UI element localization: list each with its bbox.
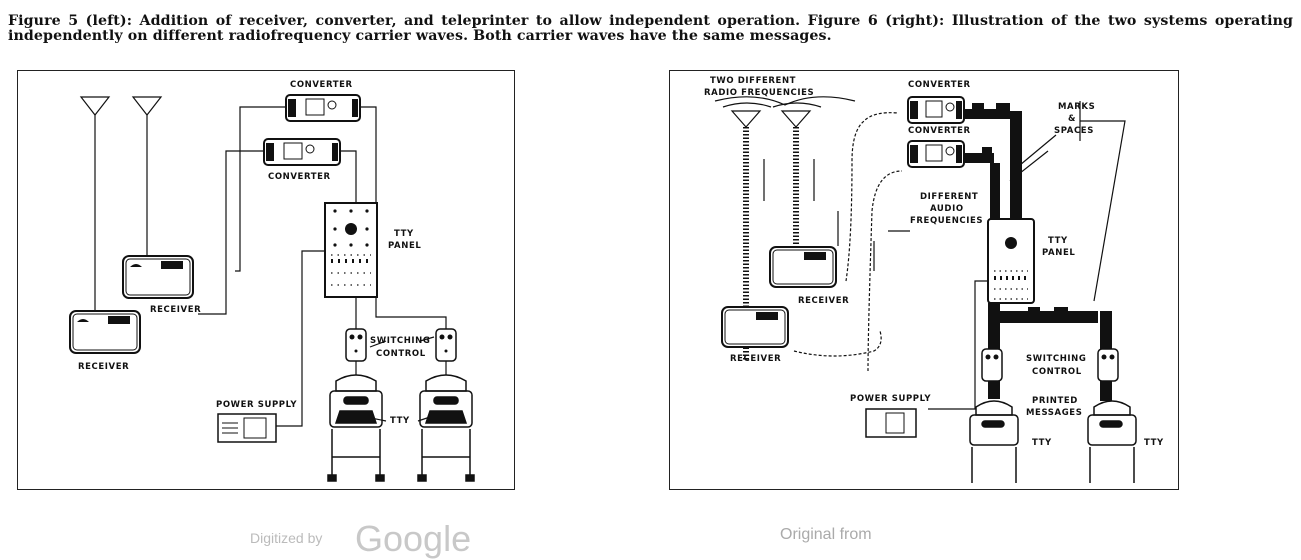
label-audio: AUDIO: [930, 204, 964, 214]
converter-icon: [907, 140, 965, 168]
antenna-icon: [79, 96, 111, 321]
label-radio-frequencies: RADIO FREQUENCIES: [704, 88, 814, 98]
label-power-supply: POWER SUPPLY: [216, 400, 297, 410]
figure-5-diagram: CONVERTER CONVERTER TTY PANEL RECEIVER R…: [17, 70, 515, 490]
antenna-icon: [730, 110, 762, 128]
converter-icon: [263, 138, 341, 166]
label-tty-panel: TTY: [1048, 236, 1068, 246]
label-frequencies: FREQUENCIES: [910, 216, 983, 226]
label-printed-messages: PRINTED: [1032, 396, 1078, 406]
figure-5-svg: CONVERTER CONVERTER TTY PANEL RECEIVER R…: [69, 80, 475, 482]
label-switching-control: SWITCHING: [370, 336, 430, 346]
receiver-icon: [69, 310, 141, 354]
receiver-icon: [122, 255, 194, 299]
label-different: DIFFERENT: [920, 192, 978, 202]
label-converter: CONVERTER: [908, 80, 971, 90]
switching-control-icon: [981, 348, 1003, 382]
teleprinter-icon: [969, 400, 1019, 483]
teleprinter-icon: [327, 374, 385, 482]
label-switching-control: CONTROL: [1032, 367, 1082, 377]
label-receiver: RECEIVER: [798, 296, 849, 306]
label-converter: CONVERTER: [908, 126, 971, 136]
tty-panel-icon: [987, 218, 1035, 304]
label-receiver: RECEIVER: [730, 354, 781, 364]
watermark-original: Original from: [780, 526, 872, 543]
label-converter: CONVERTER: [290, 80, 353, 90]
switching-control-icon: [1097, 348, 1119, 382]
power-supply-icon: [865, 408, 917, 438]
label-tty-panel: PANEL: [1042, 248, 1075, 258]
figure-6-diagram: TWO DIFFERENT RADIO FREQUENCIES CONVERTE…: [669, 70, 1179, 490]
power-supply-icon: [217, 413, 277, 443]
receiver-icon: [769, 246, 837, 288]
label-tty-panel: TTY: [394, 229, 414, 239]
label-marks: MARKS: [1058, 102, 1095, 112]
switching-control-icon: [435, 328, 457, 362]
label-tty: TTY: [1144, 438, 1164, 448]
label-and: &: [1068, 114, 1076, 124]
label-receiver: RECEIVER: [150, 305, 201, 315]
figure-caption: Figure 5 (left): Addition of receiver, c…: [8, 14, 1293, 44]
label-power-supply: POWER SUPPLY: [850, 394, 931, 404]
teleprinter-icon: [417, 374, 475, 482]
label-tty: TTY: [390, 416, 410, 426]
tty-panel-icon: [324, 202, 378, 298]
label-two-different: TWO DIFFERENT: [710, 76, 796, 86]
switching-control-icon: [345, 328, 367, 362]
label-switching-control: SWITCHING: [1026, 354, 1086, 364]
converter-icon: [285, 94, 361, 122]
antenna-icon: [131, 96, 163, 256]
antenna-icon: [780, 110, 812, 128]
fig6-caption-label: Figure 6 (right):: [807, 13, 945, 29]
label-tty: TTY: [1032, 438, 1052, 448]
watermark-digitized: Digitized by: [250, 530, 323, 546]
teleprinter-icon: [1087, 400, 1137, 483]
fig6-caption-text: Illustration of the two systems operatin…: [8, 13, 1294, 44]
figure-6-svg: TWO DIFFERENT RADIO FREQUENCIES CONVERTE…: [704, 76, 1164, 483]
label-switching-control: CONTROL: [376, 349, 426, 359]
label-printed-messages: MESSAGES: [1026, 408, 1082, 418]
label-spaces: SPACES: [1054, 126, 1094, 136]
fig5-caption-text: Addition of receiver, converter, and tel…: [139, 13, 801, 29]
fig5-caption-label: Figure 5 (left):: [8, 13, 133, 29]
watermark-google: Google: [355, 518, 472, 559]
receiver-icon: [721, 306, 789, 348]
converter-icon: [907, 96, 965, 124]
label-tty-panel: PANEL: [388, 241, 421, 251]
label-receiver: RECEIVER: [78, 362, 129, 372]
label-converter: CONVERTER: [268, 172, 331, 182]
